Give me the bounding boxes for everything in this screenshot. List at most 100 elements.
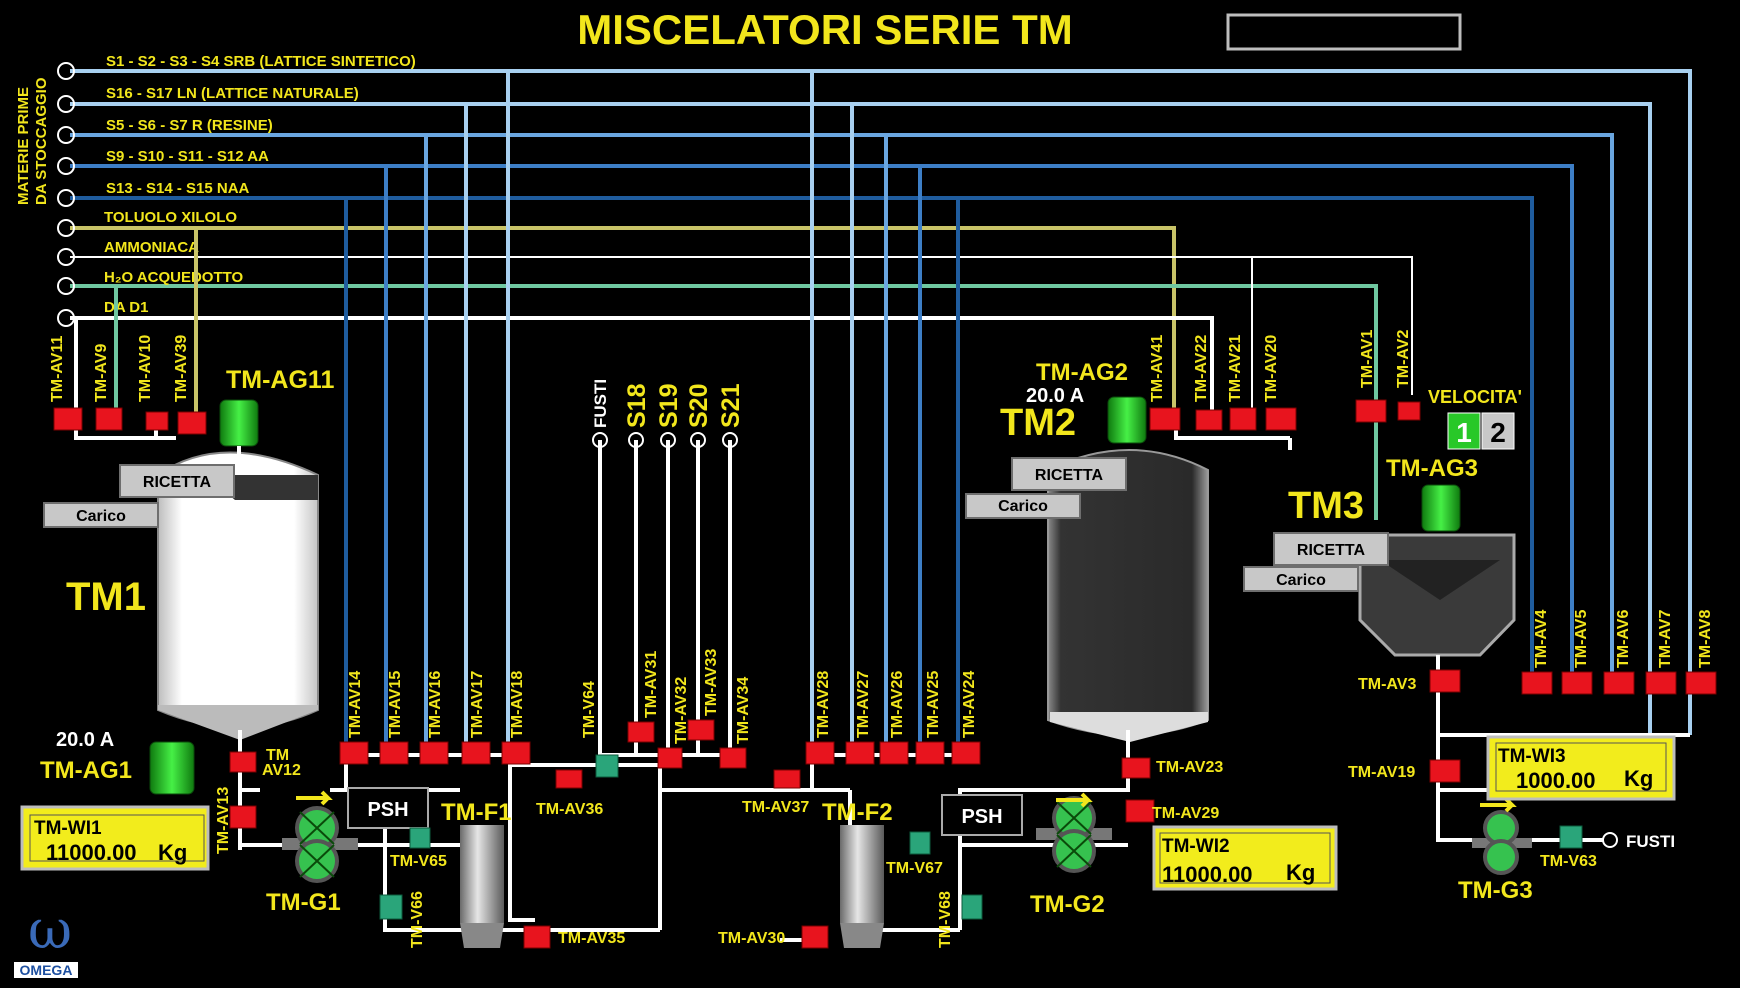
- svg-text:ω: ω: [28, 898, 72, 961]
- valve-label: TM-AV24: [961, 671, 978, 738]
- speed-1-button[interactable]: [1447, 412, 1481, 450]
- valve-label: TM-AV1: [1359, 330, 1376, 388]
- psh-2: PSH: [941, 794, 1023, 836]
- valve-label: TM-AV17: [469, 671, 486, 738]
- page-title: MISCELATORI SERIE TM: [577, 6, 1072, 53]
- tm2-tank: TM2 20.0 A: [1000, 385, 1209, 742]
- valve-label: TM-AV16: [427, 671, 444, 738]
- speed-label: VELOCITA': [1428, 387, 1522, 407]
- valve-icons[interactable]: [53, 399, 1717, 949]
- valve-label: AV12: [262, 762, 301, 779]
- pump-label: TM-G2: [1030, 891, 1105, 918]
- svg-text:Carico: Carico: [1276, 572, 1326, 589]
- svg-text:Kg: Kg: [158, 840, 187, 865]
- valve-label: TM-AV13: [215, 787, 232, 854]
- valve-label: TM-AV31: [643, 651, 660, 718]
- speed-selector: VELOCITA' 1 2: [1428, 387, 1522, 450]
- tm2-current: 20.0 A: [1026, 385, 1084, 407]
- valve-label: TM-AV14: [347, 671, 364, 738]
- svg-text:DA STOCCAGGIO: DA STOCCAGGIO: [33, 77, 50, 205]
- tm2-carico-button[interactable]: Carico: [965, 493, 1081, 519]
- svg-text:FUSTI: FUSTI: [1626, 832, 1675, 851]
- valve-label: TM-V63: [1540, 853, 1597, 870]
- agitator-label: TM-AG2: [1036, 359, 1128, 386]
- feed-line-labels: S1 - S2 - S3 - S4 SRB (LATTICE SINTETICO…: [104, 53, 416, 316]
- valve-label: TM-AV3: [1358, 676, 1416, 693]
- tm1-agitator-bottom[interactable]: TM-AG1 20.0 A: [40, 729, 195, 795]
- tm2-ricetta-button[interactable]: RICETTA: [1011, 457, 1127, 491]
- valve-label: TM-AV23: [1156, 759, 1223, 776]
- weight-indicator-wi1: TM-WI1 11000.00 Kg: [20, 805, 210, 871]
- hand-valve-icons[interactable]: [379, 754, 1583, 920]
- tm1-tank: TM1: [66, 451, 319, 740]
- tm1-agitator-top[interactable]: TM-AG11: [219, 366, 334, 470]
- valve-label: TM-AV27: [855, 671, 872, 738]
- status-field: [1226, 13, 1462, 51]
- tm1-carico-button[interactable]: Carico: [43, 502, 159, 528]
- inlet-arrow-icons: [57, 62, 75, 327]
- filter-label: TM-F1: [441, 799, 512, 826]
- tm1-ricetta-button[interactable]: RICETTA: [119, 464, 235, 498]
- valve-label: TM-AV15: [387, 671, 404, 738]
- valve-label: TM-AV36: [536, 801, 603, 818]
- svg-text:11000.00: 11000.00: [46, 840, 137, 865]
- svg-text:RICETTA: RICETTA: [1035, 467, 1104, 484]
- valve-label: TM-V67: [886, 860, 943, 877]
- valve-label: TM-AV30: [718, 930, 785, 947]
- valve-label: TM-AV32: [673, 677, 690, 744]
- svg-text:TM-WI1: TM-WI1: [34, 818, 102, 839]
- valve-label: TM-AV5: [1573, 610, 1590, 668]
- psh-1: PSH: [347, 787, 429, 829]
- svg-text:Kg: Kg: [1286, 860, 1315, 885]
- product-outlets: FUSTI S18 S19 S20 S21 FUSTI: [591, 379, 1675, 851]
- valve-label: TM-V64: [581, 681, 598, 738]
- valve-label: TM-AV11: [49, 336, 66, 402]
- speed-2-button[interactable]: [1481, 412, 1515, 450]
- svg-text:Kg: Kg: [1624, 766, 1653, 791]
- valve-label: TM-AV28: [815, 671, 832, 738]
- valve-label: TM-AV20: [1263, 335, 1280, 402]
- svg-text:S18: S18: [623, 383, 651, 428]
- svg-text:S19: S19: [655, 384, 683, 428]
- svg-text:Carico: Carico: [76, 508, 126, 525]
- pump-tm-g1[interactable]: TM-G1: [266, 790, 358, 916]
- valve-label: TM-AV41: [1149, 335, 1166, 402]
- tm3-agitator[interactable]: TM-AG3: [1386, 455, 1478, 532]
- valve-label: TM-AV37: [742, 799, 809, 816]
- manifold-1-drops: [114, 71, 1253, 755]
- valve-label: TM-AV34: [735, 677, 752, 744]
- valve-label: TM-V66: [409, 891, 426, 948]
- tm3-carico-button[interactable]: Carico: [1243, 566, 1359, 592]
- tm3-tank: TM3: [1288, 485, 1516, 657]
- agitator-label: TM-AG1: [40, 757, 132, 784]
- speed-1-label: 1: [1456, 417, 1472, 448]
- svg-text:S9 - S10 - S11 - S12 AA: S9 - S10 - S11 - S12 AA: [106, 148, 269, 165]
- svg-text:S1 - S2 - S3 - S4 SRB (LAT: S1 - S2 - S3 - S4 SRB (LATTICE SINTETICO…: [106, 53, 416, 70]
- valve-label: TM-AV33: [703, 649, 720, 716]
- svg-text:TM-WI2: TM-WI2: [1162, 836, 1230, 857]
- tm3-ricetta-button[interactable]: RICETTA: [1273, 532, 1389, 566]
- pump-label: TM-G3: [1458, 877, 1533, 904]
- raw-materials-label: MATERIE PRIME DA STOCCAGGIO: [15, 77, 50, 205]
- valve-label: TM-AV26: [889, 671, 906, 738]
- pump-tm-g3[interactable]: TM-G3: [1458, 797, 1533, 904]
- svg-text:PSH: PSH: [367, 799, 408, 821]
- agitator-label: TM-AG3: [1386, 455, 1478, 482]
- svg-text:1000.00: 1000.00: [1516, 768, 1596, 793]
- pump-tm-g2[interactable]: TM-G2: [1030, 792, 1112, 918]
- tm2-agitator[interactable]: TM-AG2: [1036, 359, 1147, 444]
- svg-text:AMMONIACA: AMMONIACA: [104, 239, 199, 256]
- svg-text:S20: S20: [685, 384, 713, 428]
- valve-label: TM-AV8: [1697, 610, 1714, 668]
- svg-text:Carico: Carico: [998, 498, 1048, 515]
- valve-label: TM: [266, 747, 289, 764]
- svg-text:RICETTA: RICETTA: [143, 474, 212, 491]
- svg-text:TOLUOLO XILOLO: TOLUOLO XILOLO: [104, 209, 237, 226]
- valve-label: TM-AV10: [137, 335, 154, 402]
- weight-indicator-wi2: TM-WI2 11000.00 Kg: [1152, 825, 1338, 891]
- tm1-current: 20.0 A: [56, 729, 114, 751]
- valve-label: TM-AV29: [1152, 805, 1219, 822]
- valve-label: TM-AV18: [509, 671, 526, 738]
- pump-label: TM-G1: [266, 889, 341, 916]
